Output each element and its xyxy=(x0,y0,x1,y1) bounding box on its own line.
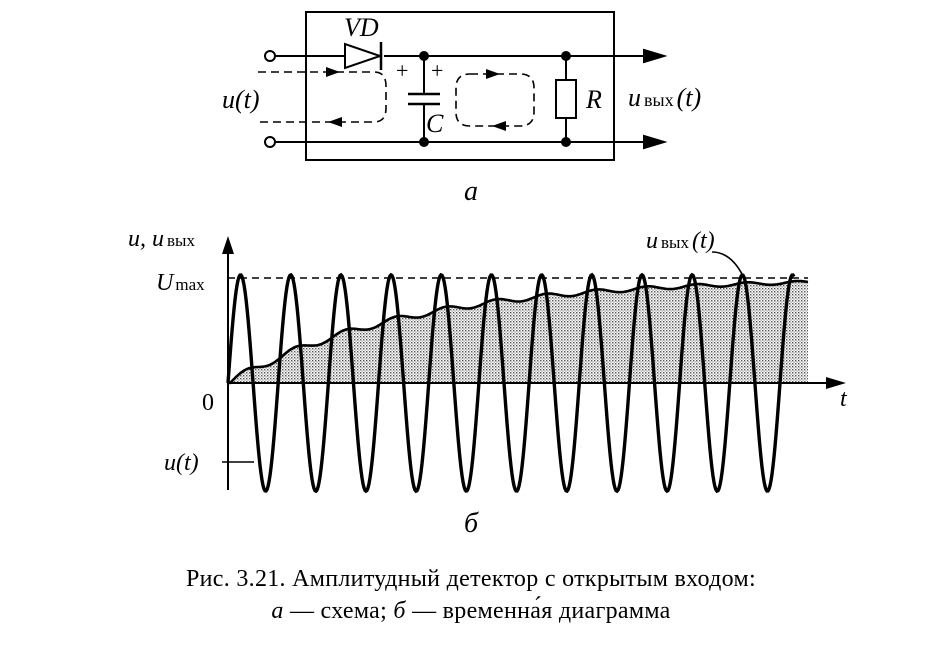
junction-res-bottom xyxy=(561,137,571,147)
t-axis-label: t xyxy=(840,386,848,412)
input-curve-label: u(t) xyxy=(164,450,199,476)
diode-label: VD xyxy=(344,13,379,42)
output-shaded-area xyxy=(228,281,808,383)
input-voltage-label: u(t) xyxy=(222,85,260,114)
caption-a-letter: а xyxy=(271,598,284,624)
caption-b-letter: б xyxy=(393,598,406,624)
junction-cap-bottom xyxy=(419,137,429,147)
figure-caption-line1: Рис. 3.21. Амплитудный детектор с открыт… xyxy=(186,566,756,592)
resistor-body xyxy=(555,79,577,119)
panel-label-b: б xyxy=(464,508,479,539)
t-axis-arrow xyxy=(826,377,846,389)
output-arrow-bottom xyxy=(643,134,668,150)
input-voltage-curve xyxy=(226,272,796,494)
discharge-arrow-top xyxy=(486,69,500,79)
output-curve-leader xyxy=(711,251,743,275)
charge-arrow-top xyxy=(326,67,340,77)
timing-diagram xyxy=(222,236,846,494)
circuit-schematic xyxy=(258,11,668,161)
charge-current-loop xyxy=(258,71,387,123)
caption-a-text: — схема; xyxy=(283,598,394,624)
junction-res-top xyxy=(561,51,571,61)
junction-cap-top xyxy=(419,51,429,61)
panel-label-a: а xyxy=(464,176,478,207)
resistor-label: R xyxy=(585,85,602,114)
origin-label: 0 xyxy=(202,390,214,416)
discharge-current-loop xyxy=(455,73,535,127)
figure-caption-line2: а — схема; б — временна́я диаграмма xyxy=(0,598,942,625)
output-arrow-top xyxy=(643,48,668,64)
plus-sign-right: + xyxy=(431,58,443,83)
input-terminal-top xyxy=(264,50,276,62)
y-axis-arrow xyxy=(222,236,234,254)
caption-b-text: — временна́я диаграмма xyxy=(405,598,671,624)
input-terminal-bottom xyxy=(264,136,276,148)
circuit-box xyxy=(305,11,615,161)
charge-arrow-bottom xyxy=(328,117,342,127)
output-voltage-curve xyxy=(228,279,809,385)
discharge-arrow-bottom xyxy=(492,121,506,131)
diode-symbol xyxy=(344,42,384,70)
plus-sign-left: + xyxy=(396,58,408,83)
capacitor-label: C xyxy=(426,109,444,138)
